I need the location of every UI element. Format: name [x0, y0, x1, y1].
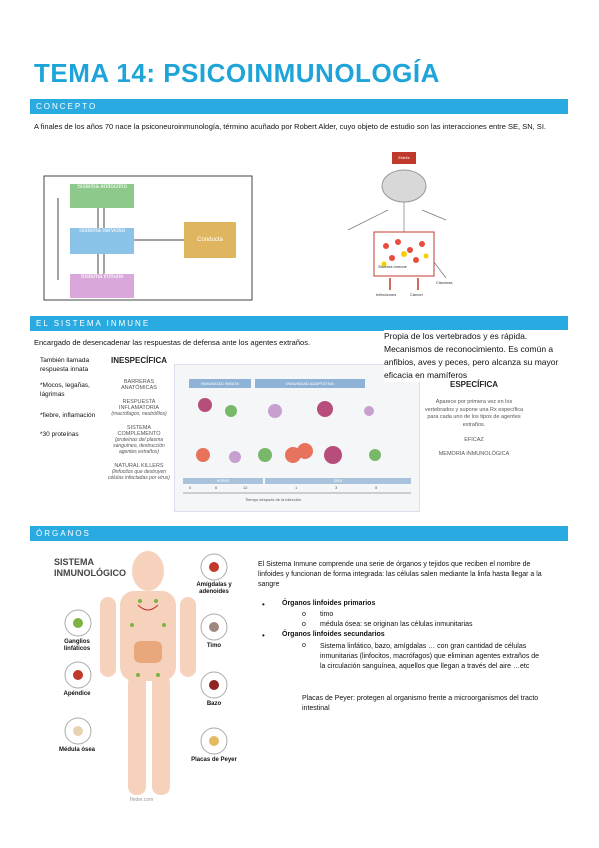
box-endocrino-label: Sistema endocrino [77, 184, 127, 190]
fig-dias-label: DÍAS [265, 478, 411, 484]
page-title: TEMA 14: PSICOINMUNOLOGÍA [34, 58, 440, 88]
concepto-text: A finales de los años 70 nace la psicone… [34, 122, 546, 131]
note-mocos: *Mocos, legañas, lágrimas [40, 382, 90, 398]
label-medula: Médula ósea [58, 747, 95, 753]
stress-diagram-drawing [347, 169, 447, 290]
systems-diagram: Sistema endocrino Sistema nervioso Siste… [38, 170, 258, 306]
especifica-column: ESPECÍFICA Aparece por primera vez en lo… [424, 380, 524, 457]
primarios-heading: Órganos linfoides primarios [282, 600, 376, 607]
organs-fig-title: SISTEMA INMUNOLÓGICO [54, 557, 126, 578]
bullet-sec-dot: o [302, 642, 306, 649]
fig-cells-drawing [183, 398, 411, 494]
label-placas: Placas de Peyer [191, 757, 237, 763]
timo-item: timo [320, 611, 334, 618]
bullet-secundarios-dot: • [262, 631, 265, 640]
secundarios-heading: Órganos linfoides secundarios [282, 631, 385, 638]
note-innata: También llamada respuesta innata [40, 357, 90, 373]
respuesta-sub: (macrófagos, neutrófilos) [111, 411, 167, 417]
label-apendice: Apéndice [63, 691, 91, 697]
fig-tick-3: 1 [295, 485, 298, 490]
medula-item: médula ósea: se originan las células inm… [320, 621, 473, 628]
fig-horas-label: HORAS [183, 478, 263, 484]
site-label: Ifeder.com [130, 797, 154, 803]
box-conducta: Conducta [184, 222, 236, 258]
fig-tick-4: 3 [335, 485, 338, 490]
organs-figure: SISTEMA INMUNOLÓGICO Ganglios linfáticos… [54, 545, 237, 813]
respuesta-label: RESPUESTA INFLAMATORIA [118, 399, 160, 411]
box-inmune: Sistema inmune [70, 274, 134, 298]
natural-label: NATURAL KILLERS [114, 463, 164, 469]
bullet-timo-dot: o [302, 611, 306, 618]
note-proteinas: *30 proteínas [40, 431, 79, 438]
bullet-primarios-dot: • [262, 600, 265, 609]
especifica-text: Propia de los vertebrados y es rápida. M… [384, 330, 568, 382]
barreras-label: BARRERAS ANATÓMICAS [121, 379, 157, 391]
complemento-sub: (proteínas del plasma sanguíneo, destruc… [113, 437, 165, 455]
fig-tick-0: 0 [189, 485, 192, 490]
fig-adaptativa-label: INMUNIDAD ADAPTATIVA [255, 379, 365, 388]
inespecifica-column: INESPECÍFICA BARRERAS ANATÓMICAS RESPUES… [108, 356, 170, 481]
eficaz-label: EFICAZ [464, 437, 484, 443]
fig-tick-5: 5 [375, 485, 378, 490]
immunity-figure: INMUNIDAD INNATA INMUNIDAD ADAPTATIVA HO… [174, 364, 420, 512]
box-nervioso: Sistema nervioso [70, 228, 134, 254]
fig-innata-label: INMUNIDAD INNATA [189, 379, 251, 388]
inmune-desc: Encargado de desencadenar las respuestas… [34, 338, 311, 347]
natural-sub: (linfocitos que destruyen células infect… [108, 469, 170, 481]
section-concepto-bar: CONCEPTO [30, 99, 568, 114]
stress-inmune-label: Sistema Inmune [378, 264, 407, 269]
systems-diagram-arrows [43, 175, 253, 301]
note-fiebre: *fiebre, inflamación [40, 412, 96, 419]
stress-box-label: Estrés [398, 155, 410, 160]
organos-intro: El Sistema Inmune comprende una serie de… [258, 561, 542, 588]
fig-axis-label: Tiempo después de la infección [245, 497, 302, 502]
sec-item: Sistema linfático, bazo, amígdalas … con… [320, 643, 540, 670]
especifica-desc: Aparece por primera vez en los vertebrad… [424, 399, 524, 428]
label-bazo: Bazo [206, 701, 222, 707]
stress-cancer-label: Cáncer [410, 292, 423, 297]
section-inmune-bar: EL SISTEMA INMUNE [30, 316, 568, 331]
box-inmune-label: Sistema inmune [80, 274, 124, 280]
box-conducta-label: Conducta [197, 237, 223, 243]
complemento-label: SISTEMA COMPLEMENTO [117, 425, 161, 437]
box-nervioso-label: Sistema nervioso [78, 228, 126, 234]
stress-diagram: Estrés Sistema Inmune Infecciones Cáncer… [318, 150, 466, 306]
placas-text: Placas de Peyer: protegen al organismo f… [302, 695, 539, 712]
label-ganglios: Ganglios linfáticos [63, 639, 91, 652]
box-endocrino: Sistema endocrino [70, 184, 134, 208]
fig-tick-1: 6 [215, 485, 218, 490]
especifica-heading: ESPECÍFICA [449, 380, 498, 389]
memoria-label: MEMORIA INMUNOLÓGICA [438, 451, 510, 457]
bullet-medula-dot: o [302, 621, 306, 628]
stress-infecciones-label: Infecciones [376, 292, 397, 297]
stress-citocinas-label: Citocinas [436, 280, 453, 285]
fig-tick-2: 12 [243, 485, 248, 490]
stress-box: Estrés [392, 152, 416, 164]
organs-body-drawing [64, 551, 228, 795]
inespecifica-heading: INESPECÍFICA [110, 356, 167, 365]
label-amigdalas: Amígdalas y adenoides [196, 582, 232, 595]
section-organos-bar: ÓRGANOS [30, 526, 568, 541]
label-timo: Timo [206, 643, 222, 649]
